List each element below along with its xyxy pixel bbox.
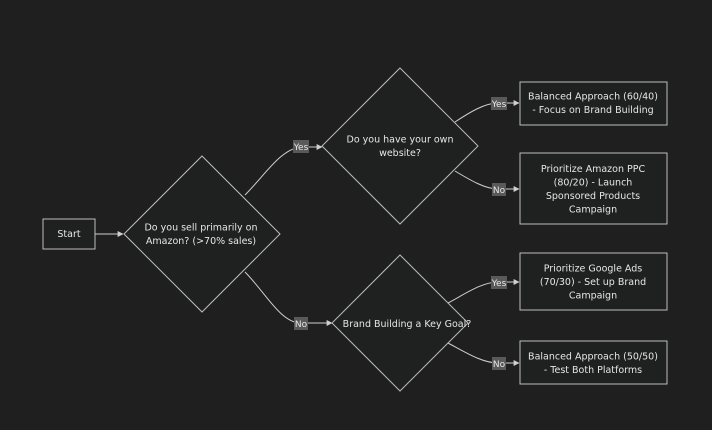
node-label-line: Prioritize Amazon PPC bbox=[541, 164, 646, 175]
node-decision-amazon[interactable]: Do you sell primarily on Amazon? (>70% sa… bbox=[123, 155, 281, 313]
node-label-line: Balanced Approach (60/40) bbox=[528, 91, 658, 102]
edge-website-yes bbox=[454, 100, 520, 123]
svg-text:Balanced Approach (60/40)- Foc: Balanced Approach (60/40) - Focus on Bran… bbox=[528, 91, 658, 116]
svg-text:Brand Building a Key Goal?: Brand Building a Key Goal? bbox=[343, 319, 472, 330]
edge-amazon-no bbox=[244, 271, 333, 326]
svg-text:Yes: Yes bbox=[293, 143, 309, 153]
node-decision-brand[interactable]: Brand Building a Key Goal? bbox=[331, 254, 472, 392]
svg-text:Prioritize Amazon PPC(80/20) -: Prioritize Amazon PPC (80/20) - LaunchSpo… bbox=[541, 164, 646, 216]
node-result-balanced-60-40[interactable]: Balanced Approach (60/40) - Focus on Bran… bbox=[519, 81, 668, 126]
svg-text:Balanced Approach (50/50)- Tes: Balanced Approach (50/50) - Test Both Pla… bbox=[528, 351, 658, 376]
node-label-line: Amazon? (>70% sales) bbox=[146, 236, 256, 247]
node-label-line: (80/20) - Launch bbox=[554, 177, 633, 188]
edge-label-amazon-no: No bbox=[294, 317, 308, 330]
node-label-line: Brand Building a Key Goal? bbox=[343, 319, 472, 330]
svg-text:No: No bbox=[295, 320, 308, 330]
node-label-line: - Test Both Platforms bbox=[544, 365, 642, 376]
svg-text:No: No bbox=[493, 186, 506, 196]
node-decision-website[interactable]: Do you have your own website? bbox=[321, 67, 479, 225]
node-label-line: (70/30) - Set up Brand bbox=[540, 277, 646, 288]
node-label-line: - Focus on Brand Building bbox=[532, 105, 653, 116]
edge-label-website-no: No bbox=[492, 183, 506, 196]
node-start[interactable]: Start bbox=[42, 218, 96, 250]
edge-amazon-yes bbox=[244, 144, 323, 196]
node-label-line: website? bbox=[379, 148, 421, 159]
svg-text:Yes: Yes bbox=[491, 279, 507, 289]
svg-text:No: No bbox=[493, 360, 506, 370]
svg-text:Yes: Yes bbox=[491, 100, 507, 110]
edge-brand-yes bbox=[447, 279, 520, 304]
node-label-line: Sponsored Products bbox=[546, 191, 640, 202]
node-result-google-ads[interactable]: Prioritize Google Ads (70/30) - Set up Br… bbox=[519, 252, 668, 311]
node-label-line: Do you have your own bbox=[347, 134, 454, 145]
svg-text:Prioritize Google Ads(70/30) -: Prioritize Google Ads (70/30) - Set up Br… bbox=[540, 264, 646, 302]
edge-label-brand-no: No bbox=[492, 357, 506, 370]
node-label-line: Campaign bbox=[569, 204, 617, 215]
node-label-line: Balanced Approach (50/50) bbox=[528, 351, 658, 362]
node-result-balanced-50-50[interactable]: Balanced Approach (50/50) - Test Both Pla… bbox=[519, 340, 668, 385]
edge-label-website-yes: Yes bbox=[491, 97, 507, 110]
node-label-line: Do you sell primarily on bbox=[144, 222, 257, 233]
edge-label-brand-yes: Yes bbox=[491, 276, 507, 289]
node-label-line: Start bbox=[57, 229, 80, 240]
svg-text:Start: Start bbox=[57, 229, 80, 240]
edge-brand-no bbox=[447, 342, 520, 366]
node-label-line: Campaign bbox=[569, 291, 617, 302]
edge-label-amazon-yes: Yes bbox=[293, 140, 309, 153]
node-label-line: Prioritize Google Ads bbox=[544, 264, 643, 275]
edge-website-no bbox=[454, 170, 520, 192]
